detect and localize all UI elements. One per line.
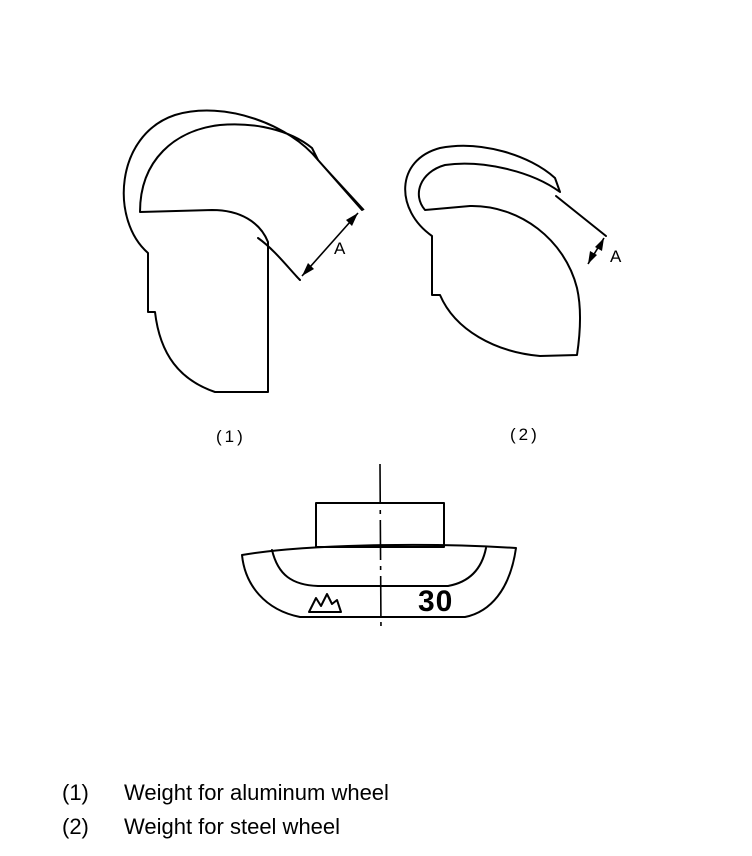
aluminum-wheel-weight: A (1) bbox=[122, 109, 365, 446]
weight2-tip-edge bbox=[555, 195, 607, 237]
weight1-extension-line-bottom bbox=[295, 275, 301, 281]
weight1-caption: (1) bbox=[216, 427, 246, 446]
weight2-dimension-label: A bbox=[610, 247, 622, 266]
weight2-arrowhead-top bbox=[595, 238, 604, 251]
weight2-caption: (2) bbox=[510, 425, 540, 444]
steel-wheel-weight: A (2) bbox=[404, 144, 622, 444]
weight1-dimension-label: A bbox=[334, 239, 346, 258]
legend-item: (1) Weight for aluminum wheel bbox=[62, 776, 389, 810]
figure-legend: (1) Weight for aluminum wheel (2) Weight… bbox=[62, 776, 389, 844]
legend-key: (1) bbox=[62, 780, 89, 805]
legend-key: (2) bbox=[62, 814, 89, 839]
weight-mass-marking: 30 bbox=[418, 585, 453, 618]
weight1-arrowhead-bottom bbox=[302, 263, 314, 276]
legend-item: (2) Weight for steel wheel bbox=[62, 810, 389, 844]
balance-weight-front-view: 30 bbox=[241, 463, 517, 633]
mountain-logo-icon bbox=[308, 593, 342, 613]
weight1-arrowhead-top bbox=[346, 213, 358, 226]
weight-centerline bbox=[379, 463, 382, 633]
weight-body-outline bbox=[241, 543, 517, 618]
weight1-dimension-arrow bbox=[301, 212, 359, 277]
weight1-clip-outline bbox=[122, 109, 319, 393]
weight2-clip-outline bbox=[404, 144, 582, 357]
legend-text: Weight for aluminum wheel bbox=[124, 780, 389, 805]
weight1-body-curve bbox=[257, 237, 301, 281]
weight2-arrowhead-bottom bbox=[588, 251, 597, 264]
weight-inner-recess bbox=[271, 547, 487, 587]
weight1-extension-line-top bbox=[317, 159, 365, 211]
legend-text: Weight for steel wheel bbox=[124, 814, 341, 839]
